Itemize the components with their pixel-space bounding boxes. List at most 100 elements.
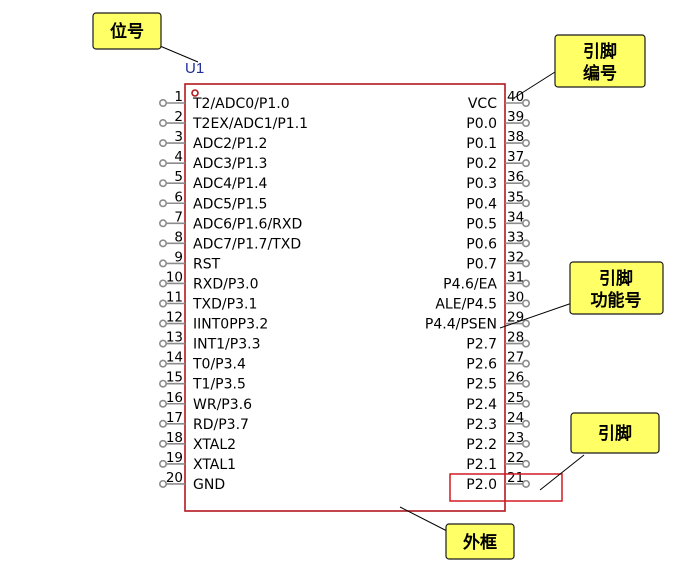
pin-number: 1 [174,89,183,105]
pin-number: 6 [174,189,183,205]
callout-pin: 引脚 [570,412,660,454]
pin-end [521,279,530,288]
pin-end [521,359,530,368]
pin-number: 21 [507,470,524,486]
pin-number: 29 [507,310,524,326]
pin-number: 13 [166,330,183,346]
pin-end [521,319,530,328]
pin-number: 24 [507,410,524,426]
pin-name: P2.4 [466,397,497,413]
pin-number: 35 [507,189,524,205]
pin-end [521,119,530,128]
pin-name: ADC4/P1.4 [193,176,268,192]
pin-number: 5 [174,169,183,185]
chip-outline [184,83,506,512]
pin-name: TXD/P3.1 [192,297,257,313]
pin-end [159,299,168,308]
pin-end [159,479,168,488]
pin-number: 28 [507,330,524,346]
pin-end [159,359,168,368]
pin-number: 23 [507,430,524,446]
callout-pin-function-line2: 功能号 [591,290,642,311]
pin-number: 8 [174,229,183,245]
leader-pin-number [513,71,556,99]
pin-end [521,479,530,488]
pin-number: 34 [507,209,524,225]
pin-end [159,319,168,328]
pin-name: GND [193,477,225,493]
pin-name: IINT0PP3.2 [193,317,268,333]
leader-ref [159,45,199,63]
pin-number: 30 [507,290,524,306]
callout-outline: 外框 [445,523,515,560]
pin-name: P0.4 [466,196,497,212]
pin-name: P0.1 [466,136,497,152]
pin-highlight-box [449,473,563,502]
pin-end [159,279,168,288]
pin-end [521,399,530,408]
pin-name: XTAL1 [193,457,236,473]
pin-end [521,439,530,448]
pin-number: 14 [166,350,183,366]
pin-number: 12 [166,310,183,326]
pin-number: 17 [166,410,183,426]
pin-number: 33 [507,229,524,245]
pin-name: P0.5 [466,216,497,232]
pin-end [159,259,168,268]
callout-pin-number-line1: 引脚 [583,41,617,62]
callout-pin-text: 引脚 [598,423,632,444]
pin-name: ADC6/P1.6/RXD [193,216,302,232]
right-pin-group: 40VCC39P0.038P0.137P0.236P0.335P0.434P0.… [425,89,530,493]
pin-name: P2.2 [466,437,497,453]
pin-number: 3 [174,129,183,145]
pin-name: P0.0 [466,116,497,132]
pin-number: 16 [166,390,183,406]
pin-name: ADC3/P1.3 [193,156,267,172]
callout-outline-text: 外框 [463,532,497,553]
pin-name: T2/ADC0/P1.0 [192,96,290,112]
pin-name: P4.4/PSEN [425,317,497,333]
pin-end [521,419,530,428]
pin-number: 4 [174,149,183,165]
callout-pin-number-line2: 编号 [583,63,617,84]
pin-end [159,199,168,208]
pin-end [521,199,530,208]
pin-number: 19 [166,450,183,466]
pin-end [159,379,168,388]
pin-end [159,119,168,128]
pin-name: P0.2 [466,156,497,172]
pin-number: 32 [507,249,524,265]
pin-number: 20 [166,470,183,486]
pin-number: 25 [507,390,524,406]
pin-end [521,159,530,168]
pin-number: 36 [507,169,524,185]
pin-end [159,459,168,468]
pin-end [159,439,168,448]
pin-name: P4.6/EA [443,276,497,292]
pin-name: T1/P3.5 [192,377,246,393]
pin-number: 26 [507,370,524,386]
pin-name: VCC [468,96,497,112]
pin-end [521,459,530,468]
pin-number: 18 [166,430,183,446]
pin-end [521,179,530,188]
pin-number: 39 [507,109,524,125]
pin-end [159,99,168,108]
pin-name: ADC7/P1.7/TXD [193,236,301,252]
pin-name: INT1/P3.3 [193,337,260,353]
pin-end [159,419,168,428]
pin-number: 31 [507,269,524,285]
pin-name: T0/P3.4 [192,357,246,373]
pin-name: ALE/P4.5 [435,297,497,313]
pin-number: 9 [174,249,183,265]
pin-name: P2.0 [466,477,497,493]
leader-pin [539,454,585,491]
callout-pin-function-line1: 引脚 [599,268,633,289]
pin-name: P2.7 [466,337,497,353]
pin-end [521,219,530,228]
pin-name: P0.6 [466,236,497,252]
pin-name: P0.3 [466,176,497,192]
pin-number: 15 [166,370,183,386]
leader-outline [399,506,448,532]
